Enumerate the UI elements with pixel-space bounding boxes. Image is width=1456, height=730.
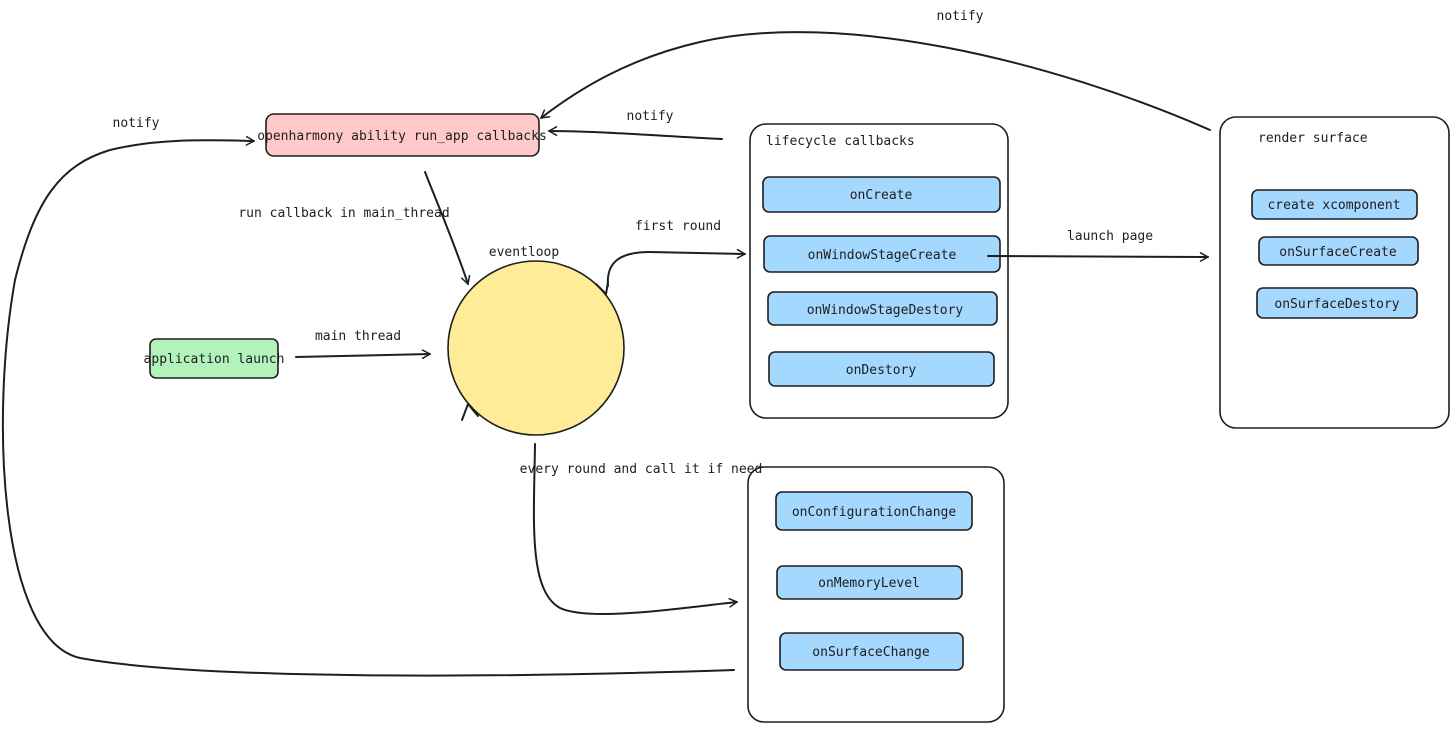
- on-window-stage-create-label: onWindowStageCreate: [808, 248, 957, 263]
- create-xcomponent-label: create xcomponent: [1267, 198, 1400, 213]
- on-surface-destory-item: [1256, 287, 1418, 319]
- on-surface-change-item: [779, 632, 964, 671]
- edge-launch-page-label: launch page: [1067, 229, 1153, 244]
- lifecycle-callbacks-title: lifecycle callbacks: [766, 134, 915, 149]
- application-launch-node: [149, 338, 279, 379]
- edge-every-round-label: every round and call it if need: [520, 462, 763, 477]
- on-destory-item: [768, 351, 995, 387]
- on-surface-create-item: [1258, 236, 1419, 266]
- on-create-item: [762, 176, 1001, 213]
- eventloop-label: eventloop: [489, 245, 560, 260]
- on-window-stage-destory-item: [767, 291, 998, 326]
- on-memory-level-item: [776, 565, 963, 600]
- edge-notify-left: [1, 135, 735, 677]
- edge-every-round: [532, 443, 738, 615]
- edge-notify-middle: [548, 126, 723, 140]
- edge-run-callback: [424, 171, 471, 285]
- edge-run-callback-label: run callback in main_thread: [238, 206, 449, 221]
- render-surface-container: [1219, 116, 1450, 429]
- edge-main-thread-label: main thread: [315, 329, 401, 344]
- edge-first-round: [606, 248, 746, 287]
- eventloop-top-arrowhead: [595, 281, 609, 295]
- edge-main-thread: [295, 349, 431, 360]
- eventloop-bottom-arrowhead: [461, 403, 479, 421]
- on-surface-change-label: onSurfaceChange: [812, 645, 930, 660]
- on-create-label: onCreate: [850, 188, 913, 203]
- run-app-callbacks-node: [265, 113, 540, 157]
- on-surface-create-label: onSurfaceCreate: [1279, 245, 1397, 260]
- edge-notify-top-label: notify: [937, 9, 984, 24]
- application-launch-label: application launch: [144, 352, 285, 367]
- on-configuration-change-item: [775, 491, 973, 531]
- on-window-stage-destory-label: onWindowStageDestory: [807, 303, 964, 318]
- render-surface-title: render surface: [1258, 131, 1368, 146]
- on-memory-level-label: onMemoryLevel: [818, 576, 920, 591]
- edge-notify-left-label: notify: [113, 116, 160, 131]
- on-destory-label: onDestory: [846, 363, 917, 378]
- on-surface-destory-label: onSurfaceDestory: [1274, 297, 1399, 312]
- edge-launch-page: [987, 252, 1209, 262]
- edge-first-round-label: first round: [635, 219, 721, 234]
- edge-notify-middle-label: notify: [627, 109, 674, 124]
- create-xcomponent-item: [1251, 189, 1418, 220]
- on-configuration-change-label: onConfigurationChange: [792, 505, 957, 520]
- eventloop-circle: [447, 260, 625, 436]
- on-window-stage-create-item: [763, 235, 1001, 273]
- edge-notify-top: [540, 31, 1211, 131]
- run-app-callbacks-label: openharmony ability run_app callbacks: [257, 129, 547, 144]
